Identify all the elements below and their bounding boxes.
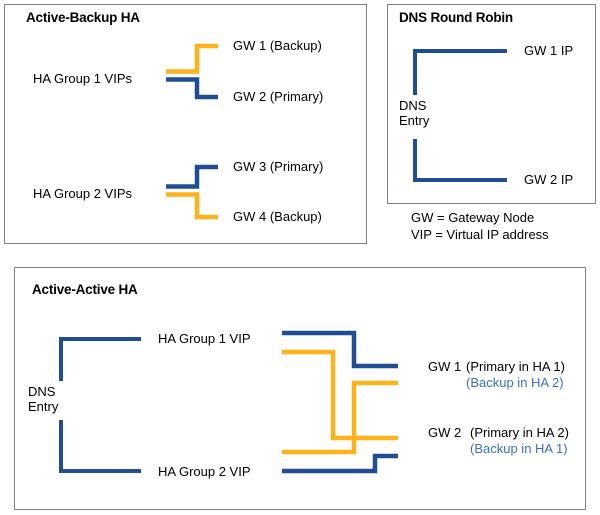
panel-title-active-backup: Active-Backup HA [26, 10, 140, 25]
label-gw-1-backup: GW 1 (Backup) [233, 38, 322, 53]
label-dns-entry-aa-line1: DNS [28, 384, 56, 399]
label-dns-entry-rr-line1: DNS [399, 98, 427, 113]
label-dns-entry-aa-line2: Entry [28, 399, 59, 414]
label-ha-group-2-vips: HA Group 2 VIPs [33, 186, 132, 201]
label-gw-2-backup: (Backup in HA 1) [470, 441, 568, 456]
label-gw-2-ip: GW 2 IP [524, 172, 574, 187]
label-gw-2-primary: GW 2 (Primary) [233, 89, 324, 104]
panel-title-active-active: Active-Active HA [32, 282, 138, 297]
label-gw-1-name: GW 1 [428, 359, 462, 374]
legend-line-gw: GW = Gateway Node [411, 210, 535, 225]
legend-line-vip: VIP = Virtual IP address [411, 227, 549, 242]
panel-title-dns-round-robin: DNS Round Robin [399, 10, 513, 25]
label-dns-entry-rr-line2: Entry [399, 113, 430, 128]
label-ha-group-1-vips: HA Group 1 VIPs [33, 71, 132, 86]
label-ha-group-1-vip: HA Group 1 VIP [158, 331, 251, 346]
label-gw-2-primary: (Primary in HA 2) [470, 425, 569, 440]
label-ha-group-2-vip: HA Group 2 VIP [158, 464, 251, 479]
label-gw-4-backup: GW 4 (Backup) [233, 209, 322, 224]
label-gw-2-name: GW 2 [428, 425, 462, 440]
label-gw-1-primary: (Primary in HA 1) [466, 359, 565, 374]
label-gw-3-primary: GW 3 (Primary) [233, 159, 324, 174]
label-gw-1-backup: (Backup in HA 2) [466, 375, 564, 390]
legend: GW = Gateway Node VIP = Virtual IP addre… [411, 209, 549, 243]
label-gw-1-ip: GW 1 IP [524, 43, 574, 58]
